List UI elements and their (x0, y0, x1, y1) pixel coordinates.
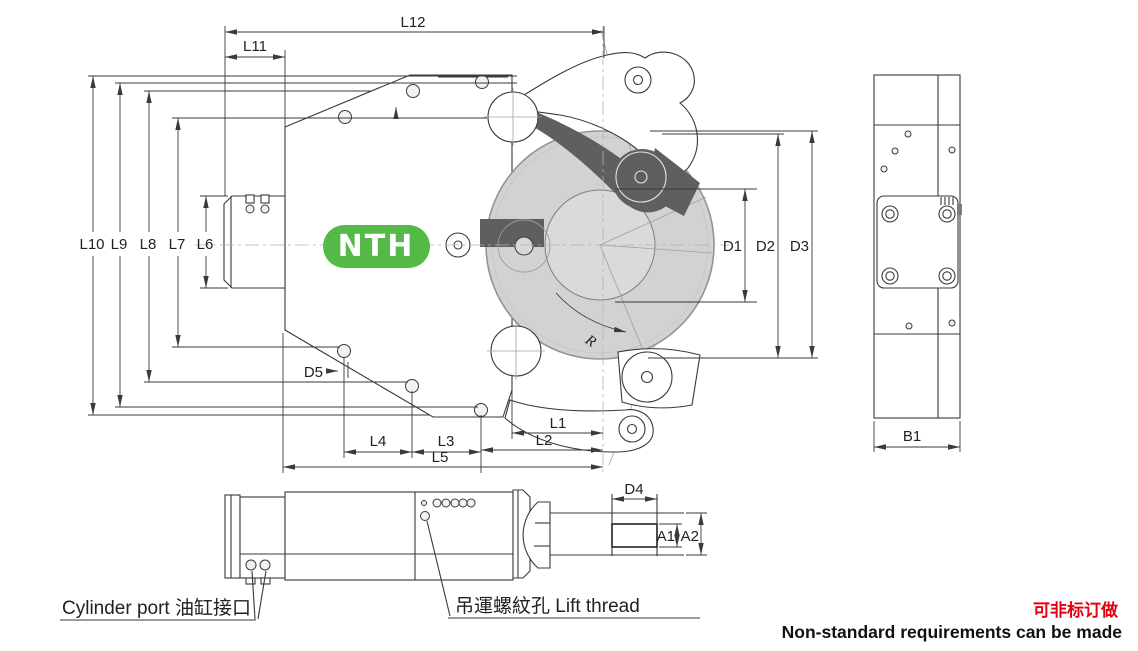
cylinder-ports (245, 559, 271, 585)
upper-jaw (512, 104, 700, 216)
dim-D5: D5 (304, 364, 323, 381)
lift-thread-label: 吊運螺紋孔 Lift thread (455, 595, 640, 617)
dim-D3: D3 (790, 238, 809, 255)
dim-L5: L5 (432, 449, 449, 466)
cylinder-block (223, 194, 286, 289)
dim-D2: D2 (756, 238, 775, 255)
lift-thread-holes (420, 498, 476, 521)
custom-note-cn: 可非标订做 (1033, 600, 1119, 620)
cylinder-port-label: Cylinder port 油缸接口 (62, 597, 251, 619)
shaft (550, 494, 684, 556)
dim-L2: L2 (536, 432, 553, 449)
dim-D1: D1 (723, 238, 742, 255)
side-plate-hatch (940, 197, 962, 215)
dimensions: L12 L11 L10 L9 L8 L7 L6 (79, 14, 961, 556)
lower-clamp-arm (504, 348, 701, 453)
body-pivot-bosses (484, 88, 545, 380)
dim-L4: L4 (370, 433, 387, 450)
side-mount-plate (876, 195, 959, 289)
centerlines (195, 26, 730, 472)
dim-A2: A2 (681, 528, 699, 545)
dim-B1: B1 (903, 428, 921, 445)
lift-thread-hole (420, 511, 430, 521)
brand-logo-text: NTH (338, 229, 415, 264)
dim-L10: L10 (79, 236, 104, 253)
side-plate-bolts (881, 205, 956, 285)
dim-L6: L6 (197, 236, 214, 253)
keyway (611, 523, 658, 548)
dim-L11: L11 (243, 38, 267, 55)
dim-A1: A1 (657, 528, 675, 545)
dim-L3: L3 (438, 433, 455, 450)
custom-note-en: Non-standard requirements can be made (782, 622, 1123, 642)
dim-L1: L1 (550, 415, 567, 432)
left-jaw (445, 219, 551, 273)
dim-L9: L9 (111, 236, 128, 253)
front-view (223, 29, 715, 466)
bottom-view (224, 489, 684, 585)
dim-L7: L7 (169, 236, 186, 253)
dim-D4: D4 (624, 481, 643, 498)
collet-nut (522, 501, 551, 569)
brand-logo: NTH (323, 225, 430, 268)
dim-L8: L8 (140, 236, 157, 253)
side-view (873, 74, 962, 419)
side-small-holes (880, 130, 956, 330)
annotation-labels: Cylinder port 油缸接口 吊運螺紋孔 Lift thread 可非标… (60, 520, 1123, 642)
dim-L12: L12 (400, 14, 425, 31)
